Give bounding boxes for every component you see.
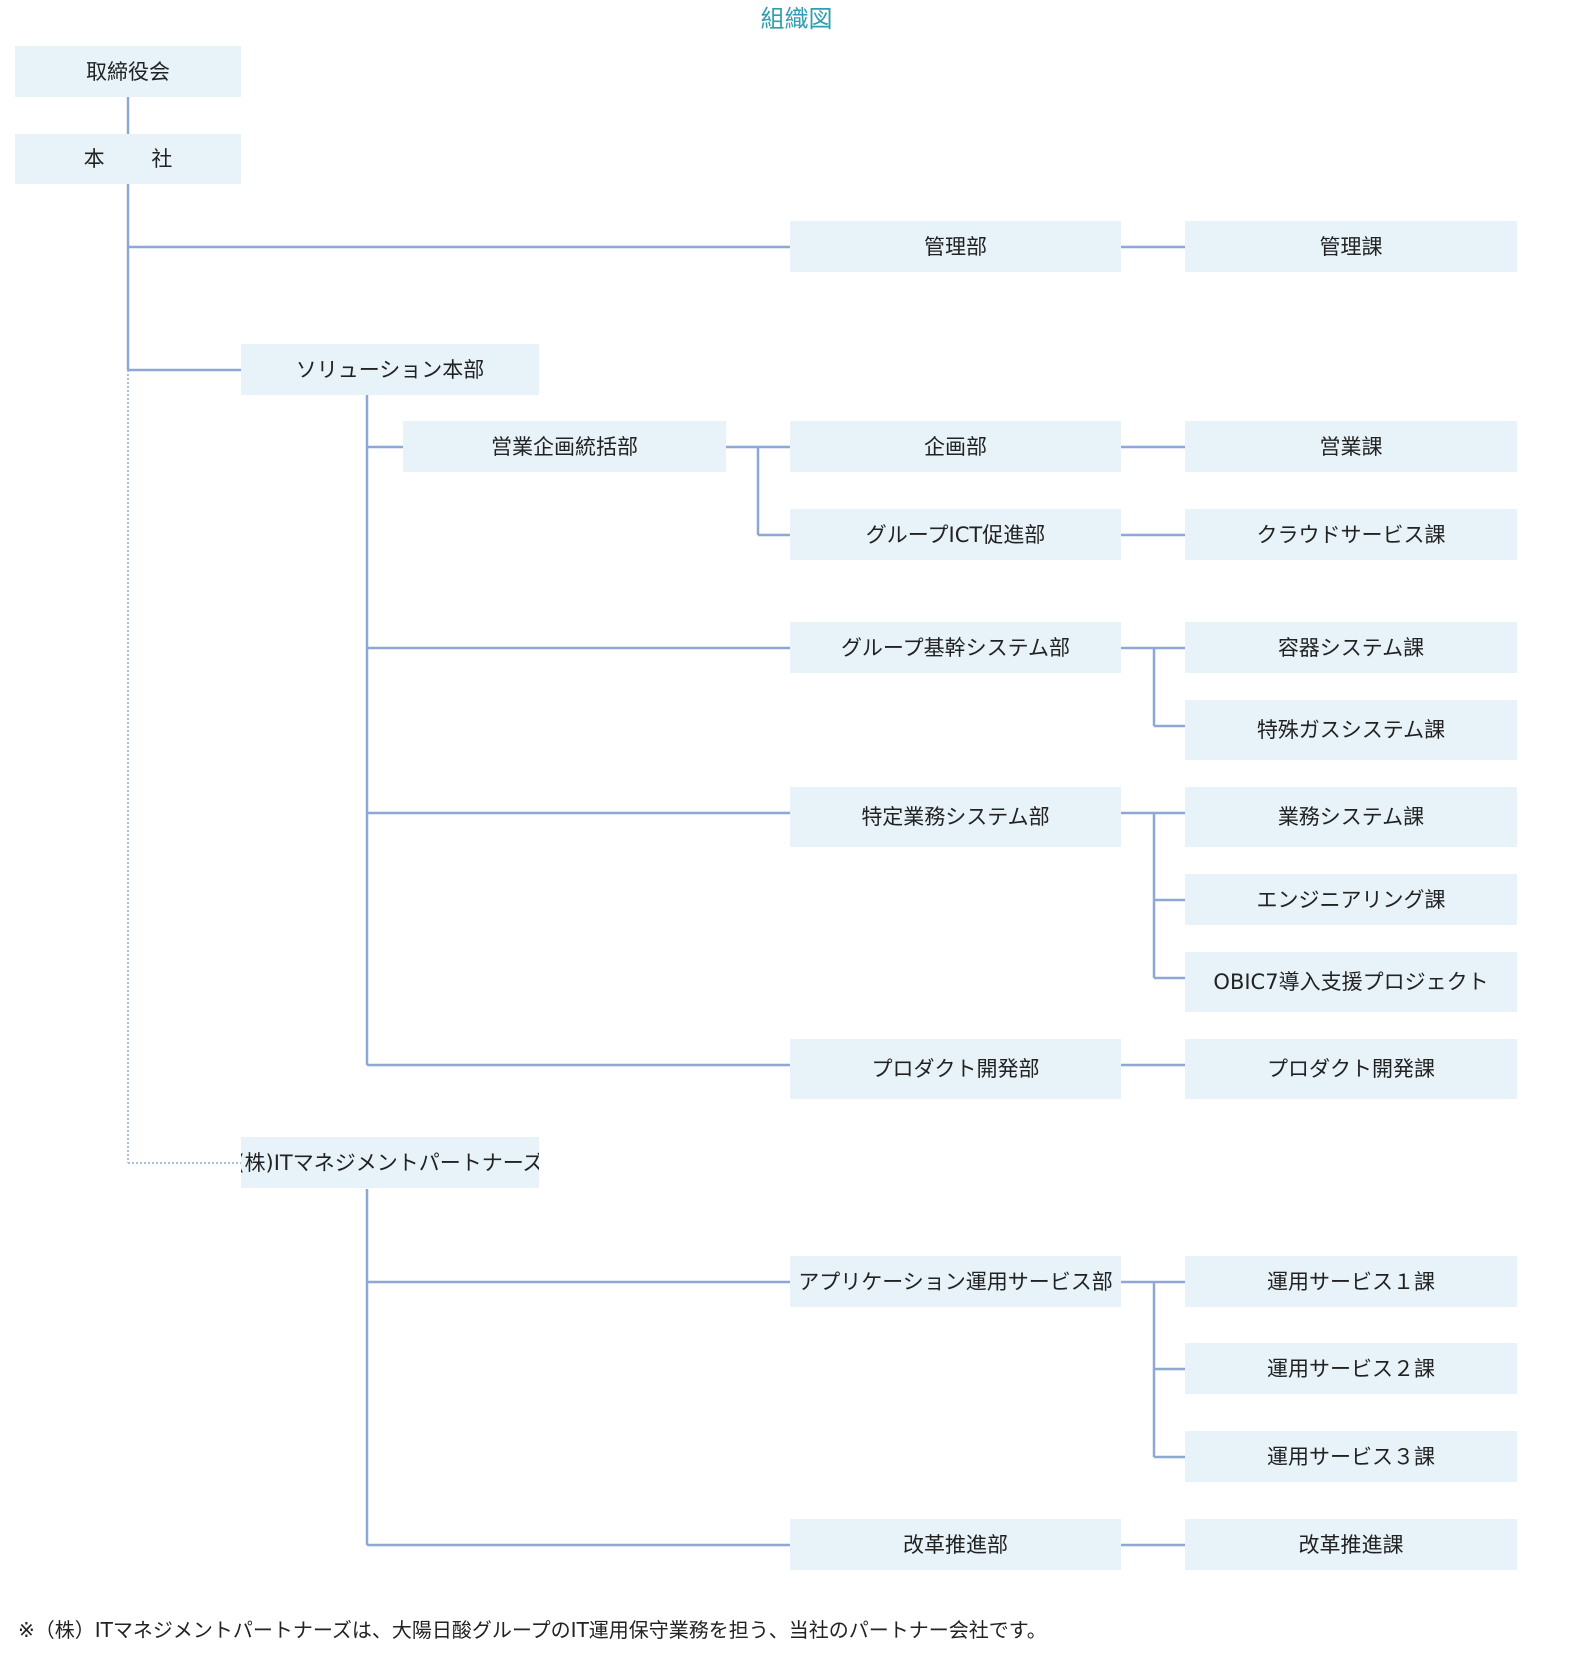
box-itmp: (株)ITマネジメントパートナーズ	[241, 1137, 539, 1188]
box-ops-section-2: 運用サービス２課	[1185, 1343, 1517, 1394]
box-reform-dept: 改革推進部	[790, 1519, 1121, 1570]
box-ops-section-1: 運用サービス１課	[1185, 1256, 1517, 1307]
box-specific-business-dept: 特定業務システム部	[790, 787, 1121, 847]
box-ops-section-3: 運用サービス３課	[1185, 1431, 1517, 1482]
box-planning-dept: 企画部	[790, 421, 1121, 472]
box-board: 取締役会	[15, 46, 241, 97]
box-obic7-project: OBIC7導入支援プロジェクト	[1185, 952, 1517, 1012]
box-group-core-dept: グループ基幹システム部	[790, 622, 1121, 673]
box-engineering-section: エンジニアリング課	[1185, 874, 1517, 925]
box-solution-hq: ソリューション本部	[241, 344, 539, 395]
box-cloud-section: クラウドサービス課	[1185, 509, 1517, 560]
box-admin-dept: 管理部	[790, 221, 1121, 272]
box-special-gas-section: 特殊ガスシステム課	[1185, 700, 1517, 760]
box-group-ict-dept: グループICT促進部	[790, 509, 1121, 560]
box-container-section: 容器システム課	[1185, 622, 1517, 673]
box-sales-planning-div: 営業企画統括部	[403, 421, 726, 472]
box-app-ops-dept: アプリケーション運用サービス部	[790, 1256, 1121, 1307]
box-product-section: プロダクト開発課	[1185, 1039, 1517, 1099]
box-reform-section: 改革推進課	[1185, 1519, 1517, 1570]
chart-title: 組織図	[760, 5, 833, 33]
box-business-system-section: 業務システム課	[1185, 787, 1517, 847]
box-product-dept: プロダクト開発部	[790, 1039, 1121, 1099]
box-hq: 本 社	[15, 134, 241, 184]
footnote: ※（株）ITマネジメントパートナーズは、大陽日酸グループのIT運用保守業務を担う…	[18, 1618, 1047, 1642]
box-sales-section: 営業課	[1185, 421, 1517, 472]
box-admin-section: 管理課	[1185, 221, 1517, 272]
